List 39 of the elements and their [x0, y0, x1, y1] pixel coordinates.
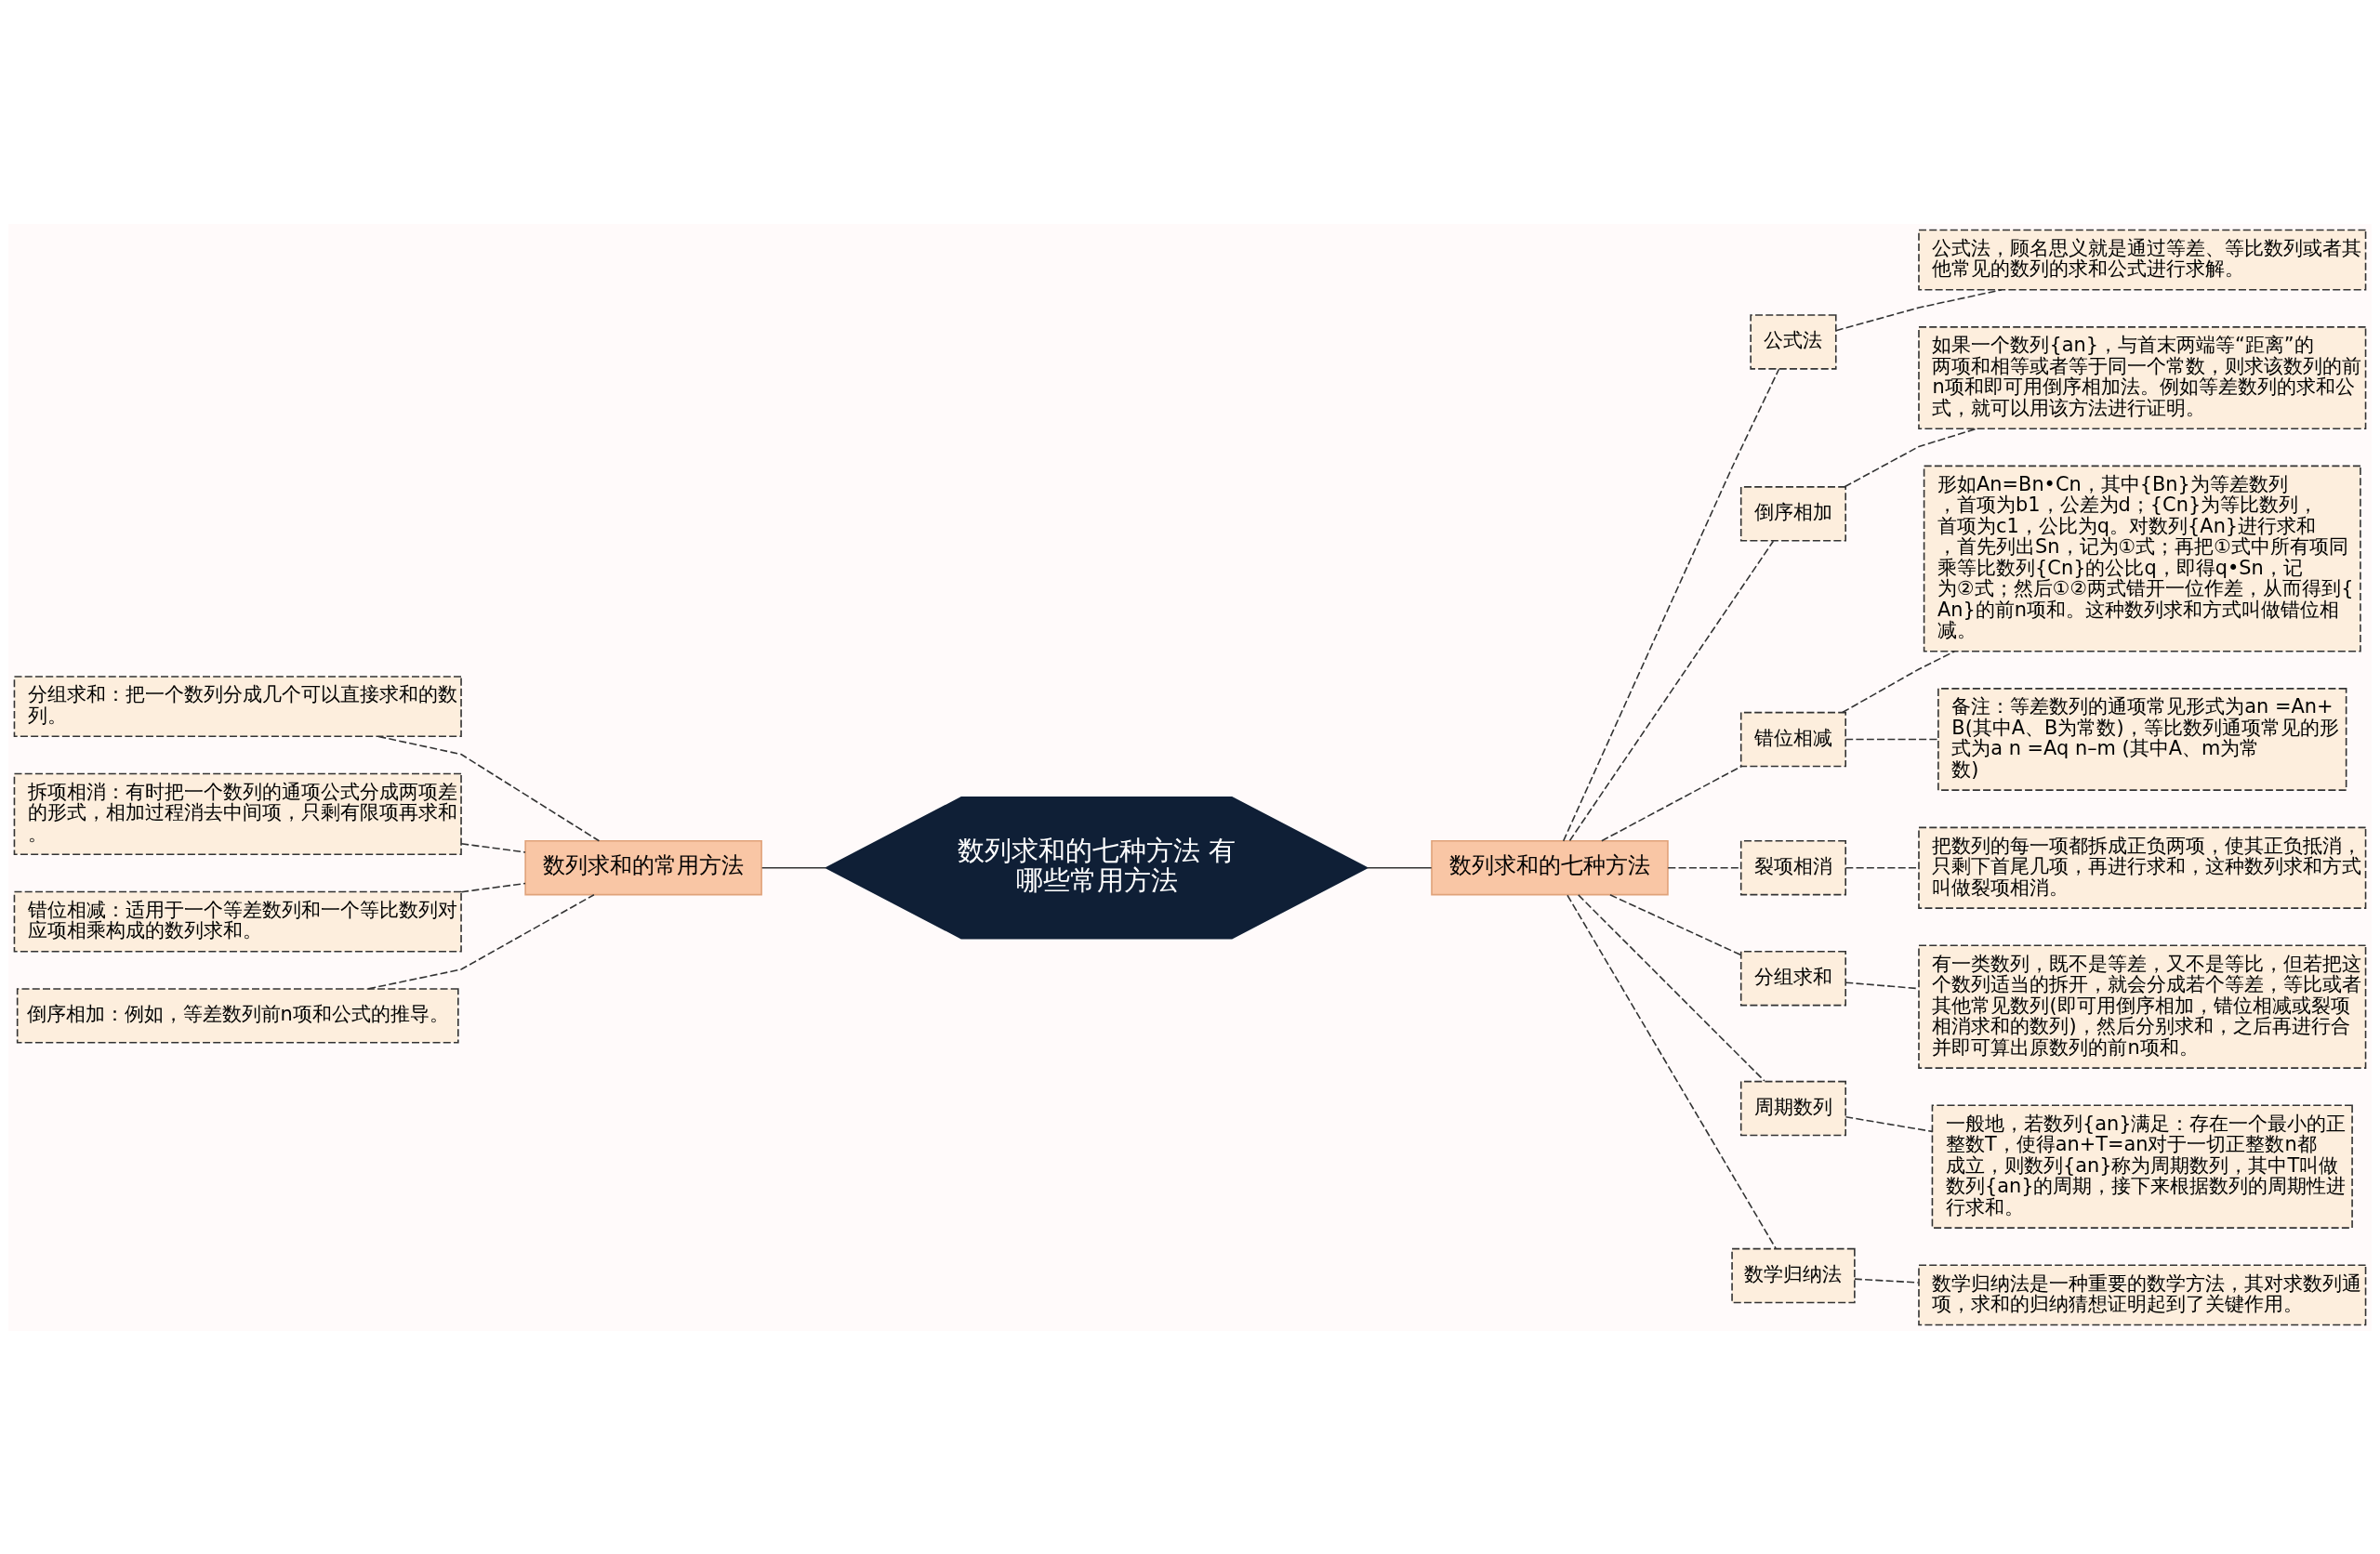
- connector: [1844, 738, 1939, 740]
- connector: [460, 842, 526, 853]
- node-box: 裂项相消: [1739, 839, 1846, 895]
- connector: [377, 735, 601, 842]
- node-box: 拆项相消：有时把一个数列的通项公式分成两项差的形式，相加过程消去中间项，只剩有限项再求和。: [13, 772, 462, 855]
- connector: [367, 893, 595, 990]
- connector: [1854, 1277, 1920, 1284]
- node-box: 数列求和的常用方法: [524, 839, 762, 895]
- node-box: 备注：等差数列的通项常见形式为an =An+B(其中A、B为常数)，等比数列通项常见的形式为a n =Aq n–m (其中A、m为常数): [1937, 687, 2347, 791]
- node-box: 错位相减: [1739, 711, 1846, 767]
- connector: [460, 882, 526, 892]
- connector: [1568, 539, 1775, 841]
- connector: [1562, 367, 1780, 842]
- connector: [1835, 288, 2003, 331]
- node-box: 数学归纳法是一种重要的数学方法，其对求数列通项，求和的归纳猜想证明起到了关键作用。: [1918, 1263, 2367, 1325]
- node-box: 周期数列: [1739, 1080, 1846, 1136]
- node-box: 数列求和的七种方法: [1431, 839, 1669, 895]
- connector: [1601, 765, 1742, 842]
- node-box: 分组求和: [1739, 950, 1846, 1006]
- connector: [1577, 893, 1765, 1082]
- node-box: 倒序相加：例如，等差数列前n项和公式的推导。: [16, 987, 459, 1044]
- node-box: 一般地，若数列{an}满足：存在一个最小的正整数T，使得an+T=an对于一切正整数n都成立，则数列{an}称为周期数列，其中T叫做数列{an}的周期，接下来根据数列的周期性进行求和。: [1931, 1104, 2353, 1229]
- node-box: 公式法，顾名思义就是通过等差、等比数列或者其他常见的数列的求和公式进行求解。: [1918, 229, 2367, 291]
- node-box: 把数列的每一项都拆成正负两项，使其正负抵消，只剩下首尾几项，再进行求和，这种数列求和方式叫做裂项相消。: [1918, 826, 2367, 909]
- connector: [1844, 1115, 1934, 1132]
- connector: [1609, 893, 1742, 955]
- node-box: 如果一个数列{an}，与首末两端等“距离”的两项和相等或者等于同一个常数，则求该数列的前n项和即可用倒序相加法。例如等差数列的求和公式，就可以用该方法进行证明。: [1918, 325, 2367, 429]
- node-box: 倒序相加: [1739, 485, 1846, 542]
- node-box: 数学归纳法: [1731, 1247, 1856, 1303]
- node-box: 分组求和：把一个数列分成几个可以直接求和的数列。: [13, 675, 462, 737]
- node-box: 有一类数列，既不是等差，又不是等比，但若把这个数列适当的拆开，就会分成若个等差，等比或者其他常见数列(即可用倒序相加，错位相减或裂项相消求和的数列)，然后分别求和，之后再进行合并即可算出原数列的前n项和。: [1918, 944, 2367, 1069]
- node-box: 错位相减：适用于一个等差数列和一个等比数列对应项相乘构成的数列求和。: [13, 890, 462, 953]
- connector: [1567, 893, 1777, 1249]
- connector: [1366, 866, 1433, 869]
- connector: [760, 866, 827, 869]
- connector: [1844, 427, 1977, 488]
- node-box: 形如An=Bn•Cn，其中{Bn}为等差数列，首项为b1，公差为d；{Cn}为等比数列，首项为c1，公比为q。对数列{An}进行求和，首先列出Sn，记为①式；再把①式中所有项同乘等比数列{Cn}的公比q，即得q•Sn，记为②式；然后①②两式错开一位作差，从而得到{An}的前n项和。这种数列求和方式叫做错位相减。: [1923, 465, 2361, 652]
- node-box: 公式法: [1750, 313, 1837, 370]
- connector: [1841, 650, 1956, 713]
